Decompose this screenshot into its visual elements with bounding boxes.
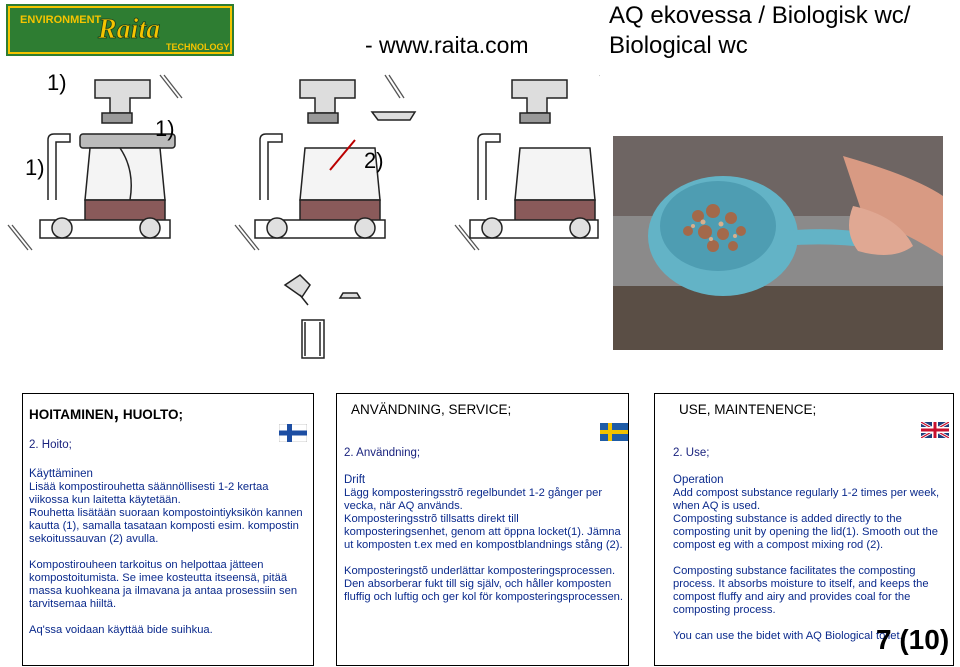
compost-scoop-photo	[613, 136, 943, 350]
finnish-flag-icon	[279, 424, 307, 442]
sv-operation-title: Drift	[344, 474, 366, 486]
composting-unit-illustration	[7, 74, 600, 359]
sv-para-2: Komposteringsstrõ tillsatts direkt till …	[344, 513, 623, 551]
label-2: 2)	[364, 148, 384, 173]
title-line-2: Biological wc	[609, 32, 748, 59]
en-para-3: Composting substance facilitates the com…	[673, 565, 929, 616]
en-operation-title: Operation	[673, 474, 724, 486]
page-number: 7 (10)	[876, 624, 950, 655]
raita-logo: ENVIRONMENT Raita TECHNOLOGY	[6, 4, 234, 56]
sv-para-3: Komposteringstõ underlättar kompostering…	[344, 565, 624, 603]
page-title: AQ ekovessa / Biologisk wc/ Biological w…	[609, 1, 959, 61]
sv-section-title: 2. Användning;	[344, 447, 421, 459]
uk-flag-icon	[921, 422, 949, 438]
en-heading: USE, MAINTENENCE;	[679, 402, 817, 417]
column-finnish: HOITAMINEN, HUOLTO; 2. Hoito; Käyttämine…	[22, 393, 314, 666]
en-para-1: Add compost substance regularly 1-2 time…	[673, 487, 940, 512]
unit-1	[39, 79, 176, 239]
column-english: USE, MAINTENENCE; 2. Use; Operation Add …	[654, 393, 954, 666]
fi-section-title: 2. Hoito;	[29, 439, 72, 451]
column-swedish: ANVÄNDNING, SERVICE; 2. Användning; Drif…	[336, 393, 629, 666]
logo-top-text: ENVIRONMENT	[20, 14, 102, 26]
fi-para-4: Aq'ssa voidaan käyttää bide suihkua.	[29, 624, 213, 636]
unit-3	[469, 79, 599, 239]
fi-para-1: Lisää kompostirouhetta säännöllisesti 1-…	[29, 481, 269, 506]
label-1-left: 1)	[25, 155, 45, 180]
en-para-2: Composting substance is added directly t…	[673, 513, 938, 551]
website-url: - www.raita.com	[365, 32, 529, 58]
en-section-title: 2. Use;	[673, 447, 710, 459]
label-1-lid: 1)	[155, 116, 175, 141]
en-body: Operation Add compost substance regularl…	[673, 474, 951, 643]
swedish-flag-icon	[600, 423, 628, 441]
title-line-1: AQ ekovessa / Biologisk wc/	[609, 2, 911, 29]
sv-para-1: Lägg komposteringsstrõ regelbundet 1-2 g…	[344, 487, 603, 512]
label-1-top: 1)	[47, 70, 67, 95]
unit-2	[254, 79, 417, 239]
small-parts	[283, 274, 362, 359]
fi-para-3: Kompostirouheen tarkoitus on helpottaa j…	[29, 559, 298, 610]
sv-heading: ANVÄNDNING, SERVICE;	[351, 402, 512, 417]
en-para-4: You can use the bidet with AQ Biological…	[673, 630, 903, 642]
logo-brand-text: Raita	[97, 14, 160, 45]
logo-bottom-text: TECHNOLOGY	[166, 42, 230, 52]
fi-operation-title: Käyttäminen	[29, 468, 93, 480]
fi-body: Käyttäminen Lisää kompostirouhetta säänn…	[29, 468, 311, 637]
sv-body: Drift Lägg komposteringsstrõ regelbundet…	[344, 474, 624, 604]
fi-para-2: Rouhetta lisätään suoraan kompostointiyk…	[29, 507, 303, 545]
fi-heading: HOITAMINEN, HUOLTO;	[29, 402, 184, 424]
